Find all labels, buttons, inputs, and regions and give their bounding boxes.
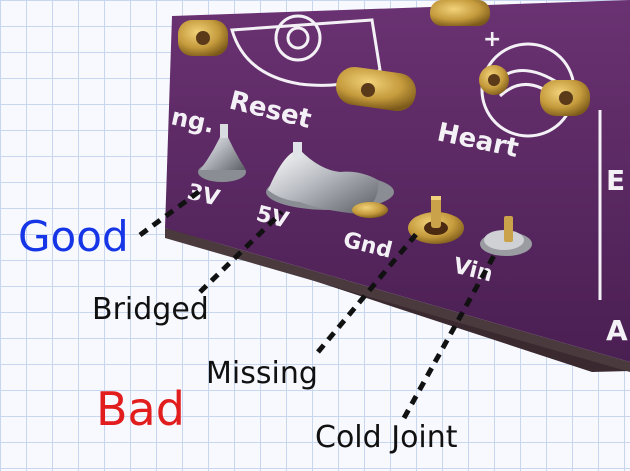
bridged-solder-joint [266, 142, 394, 218]
pad-hole [196, 31, 210, 45]
pad-hole [361, 83, 375, 97]
leader-line-missing [316, 230, 420, 354]
missing-label: Missing [206, 356, 318, 391]
partial-right-bottom-label: A [606, 314, 628, 347]
pcb-board [165, 0, 630, 362]
pad-hole [559, 91, 573, 105]
good-label: Good [18, 212, 129, 261]
bridged-label: Bridged [92, 292, 209, 327]
leader-line-bridged [198, 210, 284, 294]
cold-solder-joint [480, 216, 532, 256]
plus-silkscreen: + [483, 27, 501, 52]
partial-right-top-label: E [606, 164, 625, 197]
leader-line-good [138, 185, 206, 238]
leader-lines [138, 185, 499, 420]
top-pads [178, 0, 590, 116]
missing-solder-joint [408, 196, 464, 244]
pad [336, 66, 416, 112]
bad-label: Bad [96, 382, 185, 436]
cold-joint-label: Cold Joint [315, 420, 458, 455]
pad-hole [488, 74, 500, 86]
good-solder-joint [198, 124, 246, 182]
board-edge-side [165, 228, 630, 372]
pad [430, 0, 490, 26]
